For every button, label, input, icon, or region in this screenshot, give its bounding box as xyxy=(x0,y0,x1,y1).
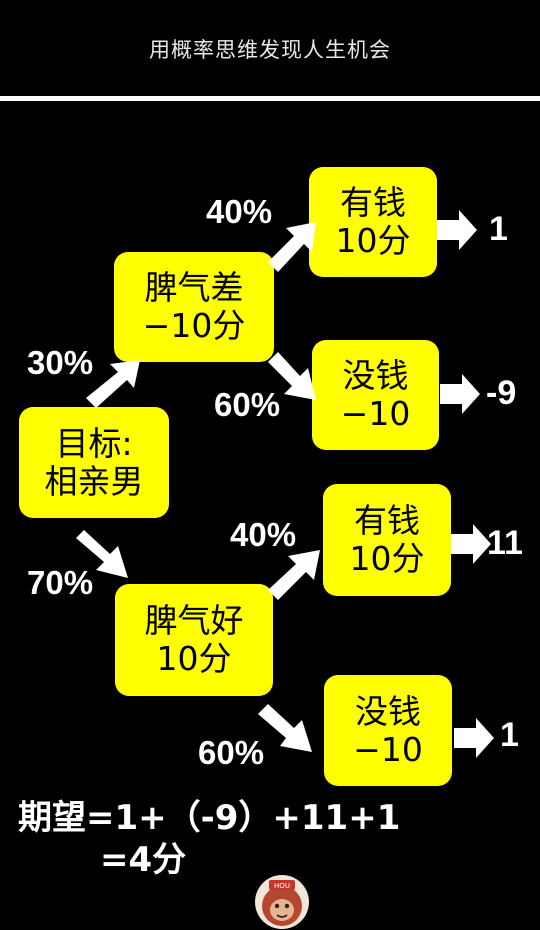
root-node: 目标: 相亲男 xyxy=(19,407,169,518)
bad-rich-outcome: 1 xyxy=(489,210,508,248)
arrow-outcome-3-icon xyxy=(451,524,491,564)
bad-poor-probability: 60% xyxy=(214,386,281,423)
good-rich-line1: 有钱 xyxy=(354,501,420,541)
arrow-outcome-1-icon xyxy=(437,210,477,250)
bad-rich-probability: 40% xyxy=(206,193,273,230)
good-rich-node: 有钱 10分 xyxy=(323,484,451,596)
good-poor-line2: −10 xyxy=(353,729,423,769)
bad-poor-line1: 没钱 xyxy=(342,356,409,396)
expectation-line1: 期望=1+（-9）+11+1 xyxy=(18,798,401,838)
logo-text: HOU xyxy=(274,882,290,890)
monkey-avatar-icon: HOU xyxy=(255,875,309,929)
bad-poor-line2: −10 xyxy=(340,394,411,433)
arrow-root-to-good-icon xyxy=(76,530,128,578)
bad-rich-line2: 10分 xyxy=(335,221,411,260)
good-rich-probability: 40% xyxy=(230,516,297,553)
good-temper-node: 脾气好 10分 xyxy=(115,584,273,696)
expectation-line2: =4分 xyxy=(100,840,187,880)
arrow-good-to-rich-icon xyxy=(268,550,320,600)
root-node-line2: 相亲男 xyxy=(44,461,144,501)
arrow-outcome-2-icon xyxy=(440,374,480,414)
good-temper-line1: 脾气好 xyxy=(144,601,244,641)
good-poor-node: 没钱 −10 xyxy=(324,675,452,786)
bad-poor-outcome: -9 xyxy=(486,374,517,412)
root-node-line1: 目标: xyxy=(55,423,133,463)
header-divider xyxy=(0,96,540,101)
good-poor-line1: 没钱 xyxy=(355,691,421,731)
bad-rich-node: 有钱 10分 xyxy=(309,167,437,277)
arrow-root-to-bad-icon xyxy=(86,360,140,408)
arrow-outcome-4-icon xyxy=(454,718,494,758)
header-bar: 用概率思维发现人生机会 xyxy=(0,0,540,96)
good-temper-probability: 70% xyxy=(27,564,94,601)
arrow-good-to-poor-icon xyxy=(258,704,312,752)
arrow-bad-to-poor-icon xyxy=(268,352,316,400)
good-temper-line2: 10分 xyxy=(156,639,232,678)
bad-temper-probability: 30% xyxy=(27,344,94,381)
good-poor-outcome: 1 xyxy=(500,716,519,754)
bad-temper-node: 脾气差 −10分 xyxy=(114,252,274,362)
bad-rich-line1: 有钱 xyxy=(340,183,406,223)
good-rich-outcome: 11 xyxy=(487,524,523,562)
good-poor-probability: 60% xyxy=(198,734,265,771)
arrow-bad-to-rich-icon xyxy=(268,222,316,272)
bad-poor-node: 没钱 −10 xyxy=(312,340,439,450)
bad-temper-line1: 脾气差 xyxy=(144,268,244,308)
bad-temper-line2: −10分 xyxy=(142,306,246,345)
page-title: 用概率思维发现人生机会 xyxy=(149,38,391,62)
good-rich-line2: 10分 xyxy=(349,539,425,578)
